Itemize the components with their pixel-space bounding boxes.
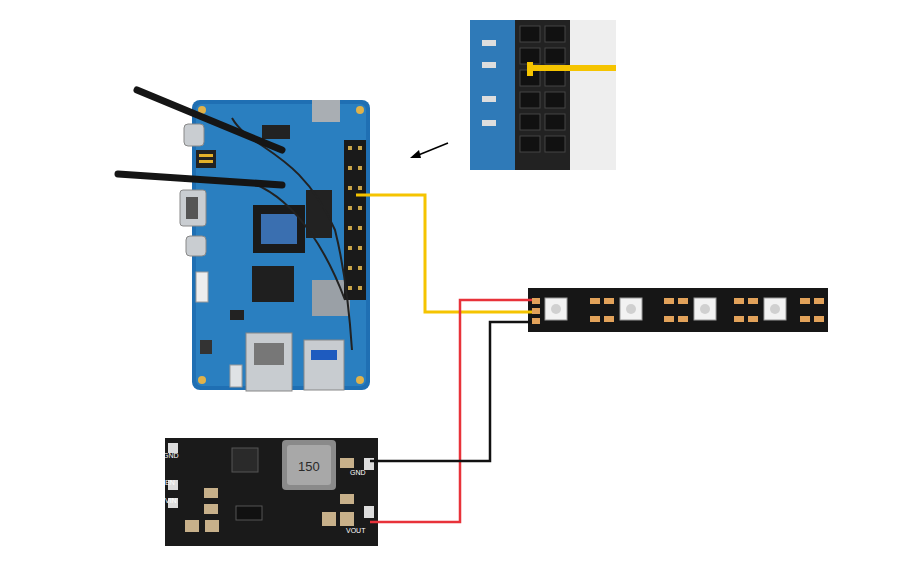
pin-name: GND (350, 469, 366, 476)
pin-name: VOUT (346, 527, 365, 534)
pin-name: EN (165, 479, 175, 486)
buck-converter (165, 438, 378, 546)
led-strip (528, 288, 828, 332)
inductor-value: 150 (298, 460, 320, 473)
single-board-computer (118, 90, 370, 391)
power-wire (370, 300, 532, 522)
pin-name: GND (163, 452, 179, 459)
data-wire (356, 195, 532, 312)
header-zoom-inset (470, 20, 616, 170)
ground-wire (370, 322, 532, 461)
pin-name: VIN (165, 497, 177, 504)
